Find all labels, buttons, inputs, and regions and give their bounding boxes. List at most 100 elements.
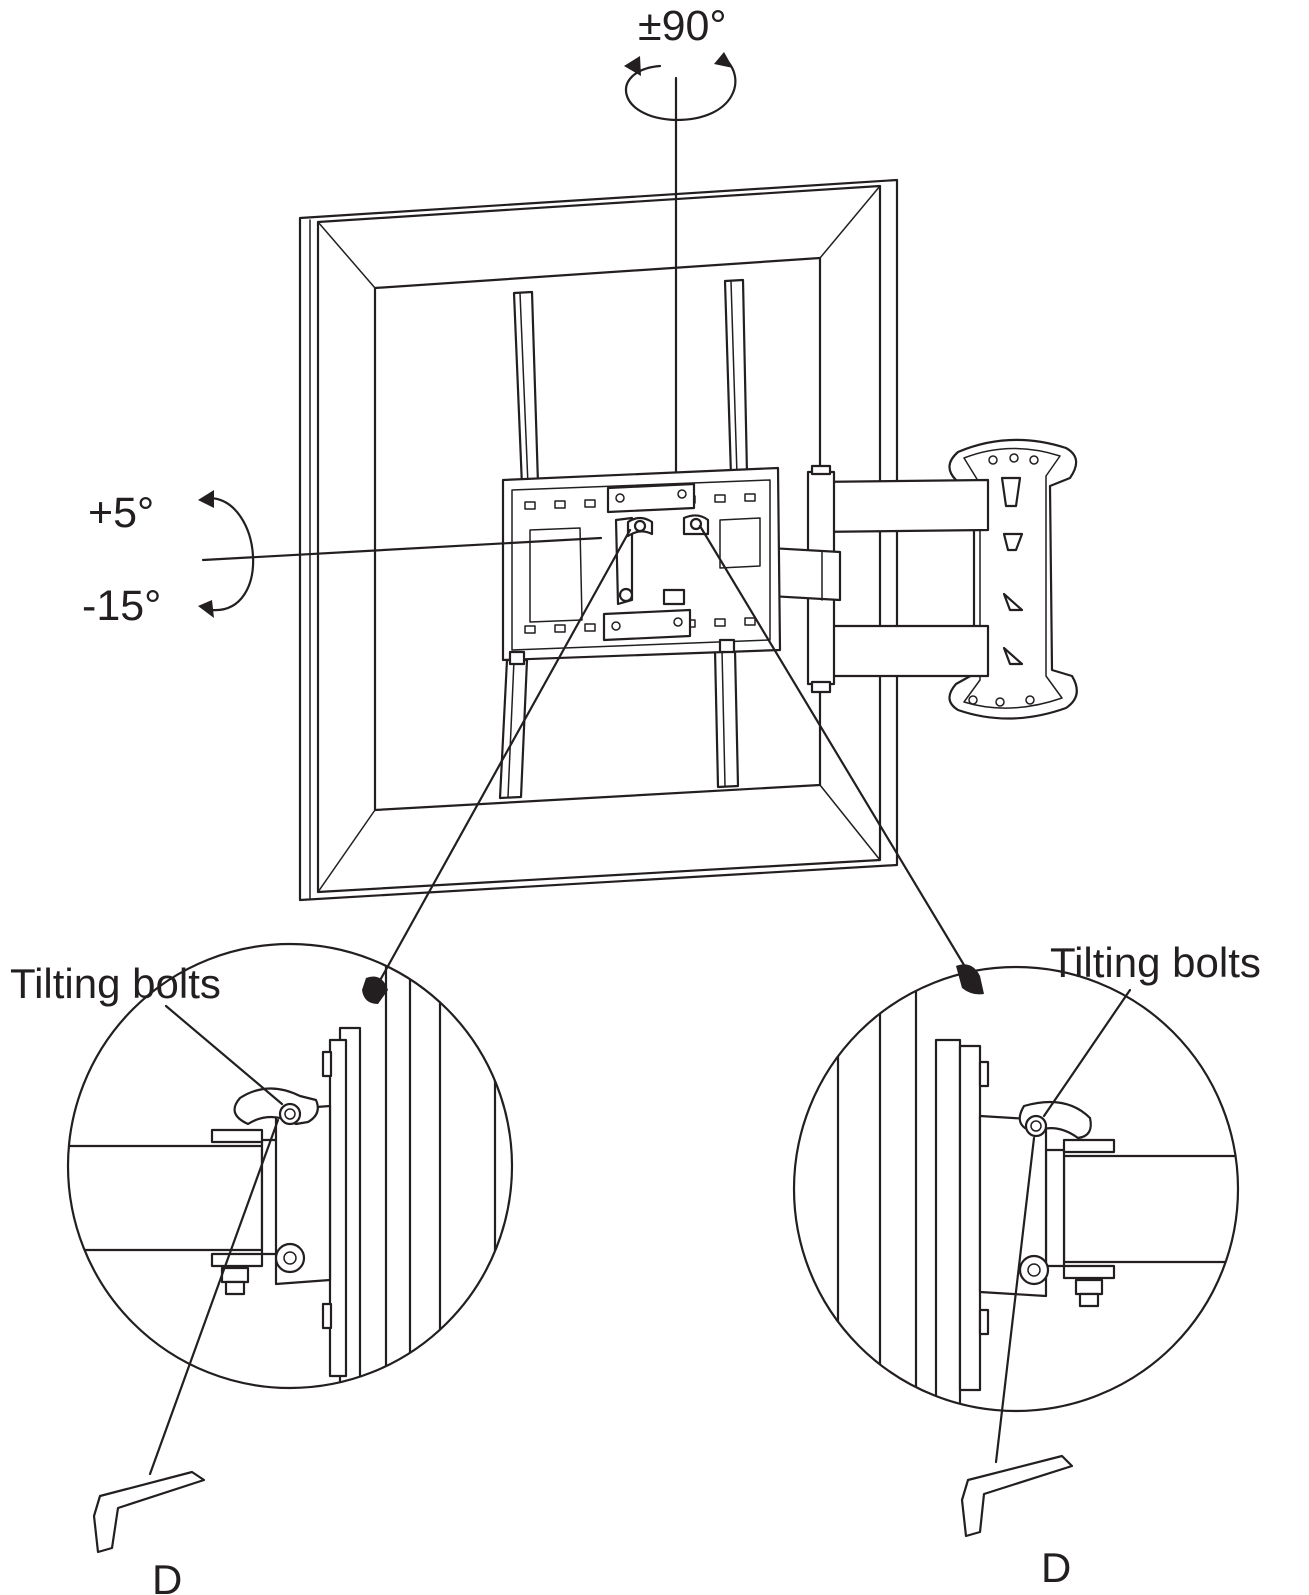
tilt-arrowhead-down: [198, 600, 214, 618]
tv-back: [298, 178, 899, 902]
pivot-bolt-left: [618, 587, 634, 603]
bracket-window-right: [719, 517, 761, 569]
leader-right: [698, 524, 969, 972]
bracket-slots-bottom: [524, 617, 756, 634]
rail-top-right-edge: [730, 280, 738, 476]
wall-slot-1: [1000, 476, 1022, 508]
center-bolt: [677, 489, 687, 499]
tilt-indicator: [198, 490, 603, 618]
pivot-bolt-socket: [1027, 1263, 1041, 1277]
nut-plate-top: [1062, 1138, 1116, 1154]
hex-key-right-icon: [960, 1454, 1074, 1538]
upper-arm: [810, 478, 990, 534]
wall-hole-1: [988, 455, 998, 465]
bracket-screw: [978, 1308, 990, 1336]
pointing-hand-left-icon: [362, 976, 388, 1004]
center-bolt: [615, 493, 625, 503]
rail-top-left-edge: [519, 292, 529, 486]
bracket-screw: [978, 1060, 990, 1088]
bracket-side: [958, 1044, 982, 1392]
tilting-bolt-socket: [1030, 1120, 1042, 1132]
tv-outer-frame: [298, 178, 899, 902]
wall-slot-2: [1002, 532, 1024, 552]
tilting-bolt-right: [689, 517, 703, 531]
bracket-nut-right: [718, 638, 736, 654]
nut-plate-bottom: [1062, 1264, 1116, 1280]
tilting-bolt-socket: [284, 1108, 296, 1120]
tilt-up-label: +5°: [88, 489, 154, 537]
leader-left: [376, 528, 632, 986]
label-leader-right: [1042, 988, 1132, 1118]
bracket-window-left: [529, 527, 583, 623]
arm-cap: [1044, 1148, 1066, 1268]
tilt-arrow-arc: [208, 496, 255, 612]
bracket-nut-left: [508, 650, 526, 666]
tool-leader-left: [148, 1118, 280, 1476]
right-tool-label: D: [1041, 1544, 1071, 1591]
center-plate-top: [606, 482, 696, 514]
pointing-hand-right-icon: [956, 964, 984, 995]
wall-hole-3: [1029, 455, 1039, 465]
wall-hole-2: [1009, 453, 1019, 463]
detail-circle-right: [792, 965, 1240, 1413]
wall-slot-3: [1002, 592, 1024, 612]
right-detail: [792, 965, 1240, 1538]
swivel-angle-label: ±90°: [638, 2, 727, 50]
nut: [1074, 1278, 1104, 1296]
tilting-bolt-left: [633, 519, 647, 533]
lower-arm: [810, 624, 990, 678]
slot: [744, 493, 756, 502]
swivel-arrow-arc: [624, 56, 737, 122]
tilt-arrowhead-up: [198, 490, 214, 508]
slot: [524, 501, 536, 510]
swivel-arrowhead-right: [714, 52, 733, 68]
swivel-indicator: [624, 52, 737, 529]
center-plate-bottom: [602, 608, 692, 642]
wall-hole-6: [1025, 695, 1035, 705]
tilting-bolt-head: [1024, 1114, 1048, 1138]
rail-bottom-right: [713, 648, 740, 789]
tilt-axis-line: [201, 536, 603, 562]
right-detail-label: Tilting bolts: [1050, 939, 1261, 986]
wall-slot-4: [1002, 646, 1024, 666]
nut-plate-top: [210, 1128, 264, 1144]
rail-top-left: [512, 290, 540, 488]
center-bolt: [611, 621, 621, 631]
pivot-nut-bottom: [810, 680, 832, 694]
nut-washer: [224, 1280, 246, 1296]
tv-bevel-br: [819, 784, 881, 861]
slot: [524, 625, 536, 634]
slot: [554, 500, 566, 509]
slot: [554, 624, 566, 633]
tilt-down-label: -15°: [82, 582, 161, 630]
bracket-plate: [501, 466, 782, 662]
bracket-inner: [511, 479, 771, 651]
slot: [714, 618, 726, 627]
slot: [584, 499, 596, 508]
nut-plate-bottom: [210, 1252, 264, 1268]
hex-key-left-icon: [92, 1470, 206, 1554]
bracket-screw: [321, 1302, 333, 1330]
tv-bevel-tr: [819, 185, 881, 259]
tv-bevel-bl: [317, 809, 376, 893]
slot: [714, 494, 726, 503]
wall-hole-5: [995, 697, 1005, 707]
bracket-screw: [321, 1050, 333, 1078]
arm-end: [68, 1144, 264, 1252]
swivel-arrowhead-left: [624, 56, 641, 76]
detail-leaders: [362, 524, 984, 1004]
rail-side: [934, 1038, 962, 1411]
center-bolt: [673, 617, 683, 627]
slot: [744, 617, 756, 626]
nut-washer: [1078, 1292, 1100, 1308]
tool-leader-right: [994, 1136, 1036, 1464]
wall-hole-4: [968, 695, 978, 705]
nut: [220, 1266, 250, 1284]
pivot-bolt: [274, 1242, 306, 1274]
pivot-bolt: [1018, 1254, 1050, 1286]
label-leader-left: [164, 1004, 284, 1106]
left-detail-label: Tilting bolts: [10, 960, 221, 1007]
tilt-bracket-left: [614, 516, 634, 606]
